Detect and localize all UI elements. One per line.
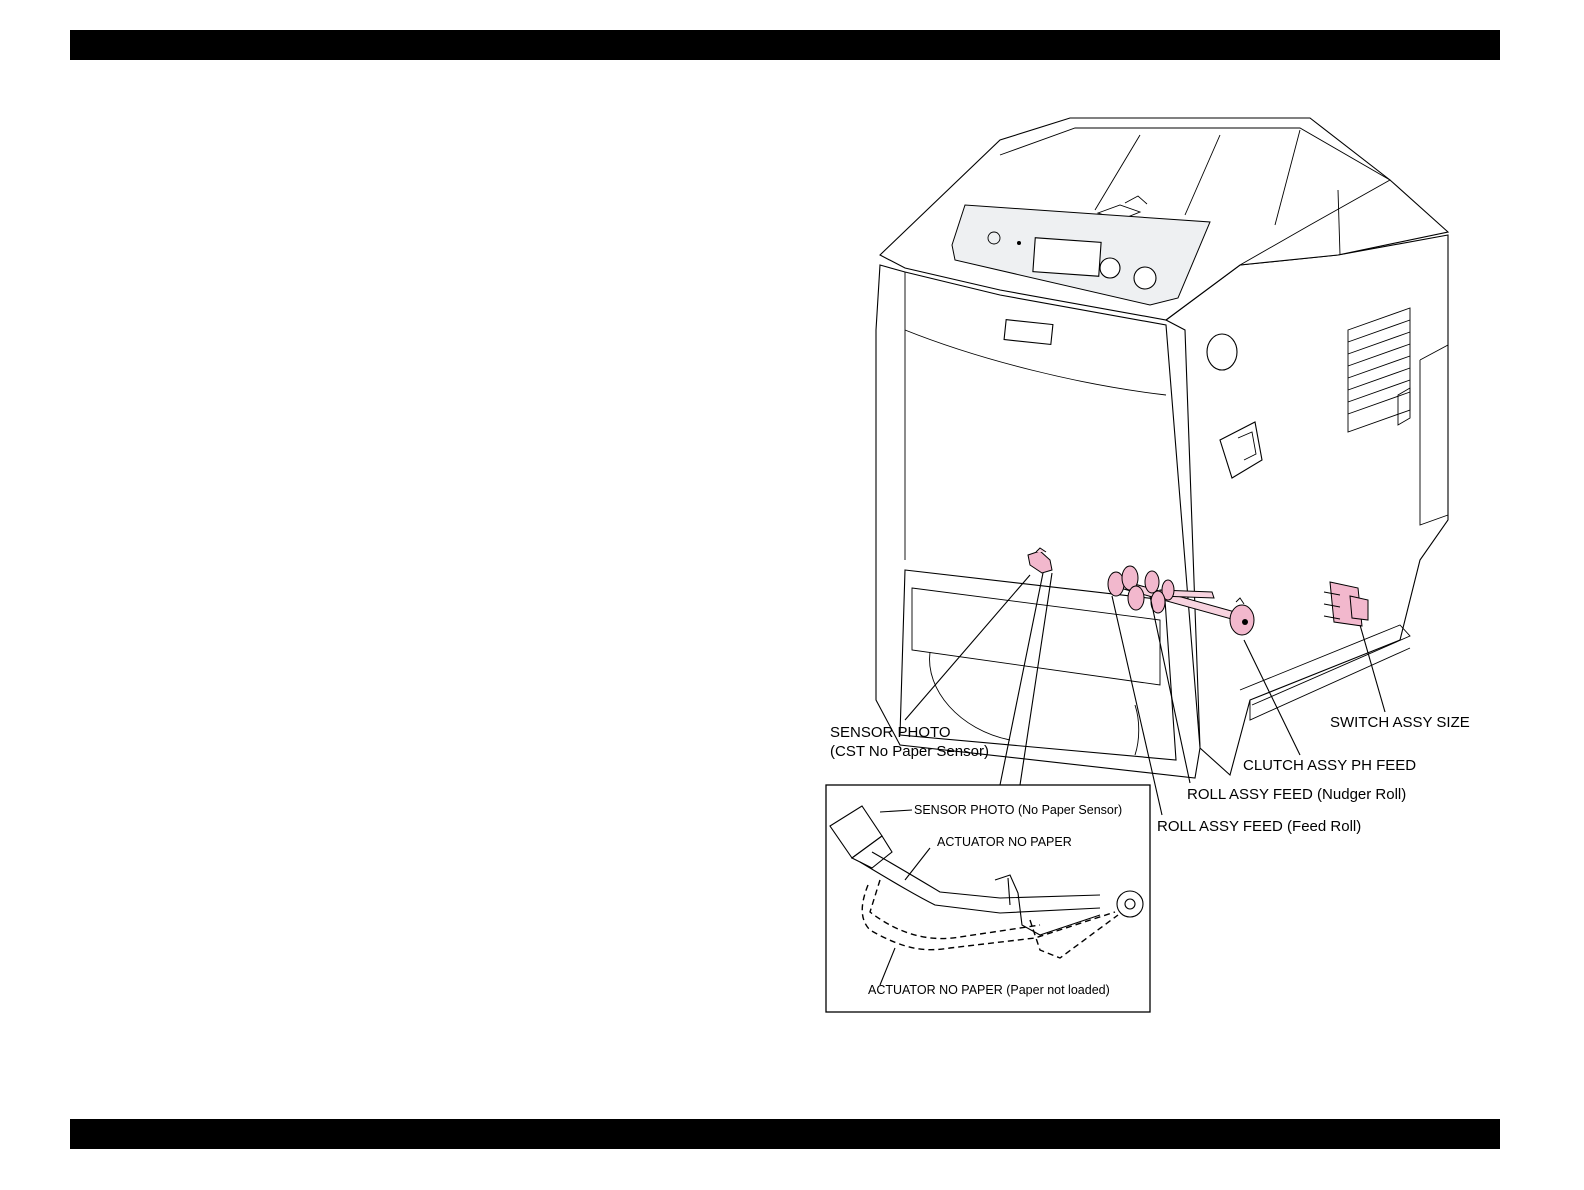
inset-detail: SENSOR PHOTO (No Paper Sensor) ACTUATOR … [826, 785, 1150, 1012]
label-roll-feed: ROLL ASSY FEED (Feed Roll) [1157, 818, 1361, 835]
inset-label-actuator: ACTUATOR NO PAPER [937, 835, 1072, 849]
label-switch-assy-size: SWITCH ASSY SIZE [1330, 714, 1470, 731]
inset-label-sensor: SENSOR PHOTO (No Paper Sensor) [914, 803, 1122, 817]
label-clutch-assy: CLUTCH ASSY PH FEED [1243, 757, 1416, 774]
label-roll-nudger: ROLL ASSY FEED (Nudger Roll) [1187, 786, 1406, 803]
label-sensor-photo-sub: (CST No Paper Sensor) [830, 743, 989, 760]
label-sensor-photo: SENSOR PHOTO [830, 724, 951, 741]
inset-label-actuator-not-loaded: ACTUATOR NO PAPER (Paper not loaded) [868, 983, 1110, 997]
printer-illustration [876, 118, 1448, 778]
